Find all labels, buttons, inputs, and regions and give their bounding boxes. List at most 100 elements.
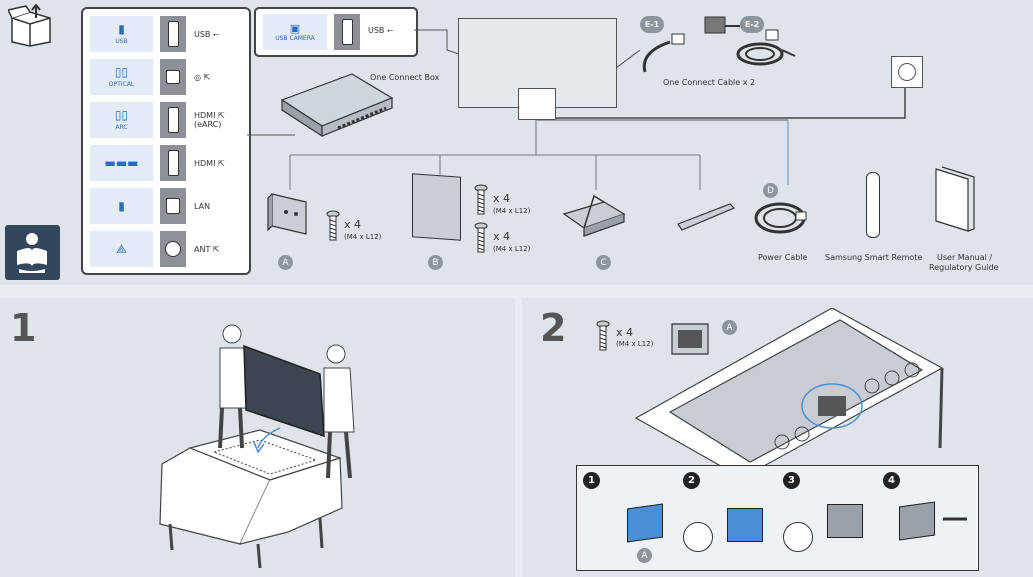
one-connect-cable-illustration: [642, 16, 796, 73]
hdmi-device-icon: ▬▬▬: [104, 155, 139, 170]
step2-illustration: [634, 308, 944, 468]
wall-socket-icon: [891, 56, 923, 88]
wall-mount-adapter-a: [267, 193, 307, 235]
connector-hdmi: [160, 145, 186, 181]
port-name: USB: [115, 38, 128, 45]
screw-quantity: x 4: [616, 326, 634, 339]
usb-stick-icon: ▮: [118, 22, 125, 36]
port-device-box: ▮ USB: [90, 16, 153, 52]
port-device-box: ⟁: [90, 231, 153, 267]
camera-box: ▣ USB CAMERA: [263, 14, 327, 50]
port-row-usb: ▮ USB USB ⭠: [90, 16, 239, 52]
port-label: USB ⭠: [194, 29, 220, 39]
port-label: LAN: [194, 201, 211, 211]
substep-4: 4: [877, 466, 977, 570]
camera-port-label: USB ⭠: [368, 26, 394, 35]
callout-e2: E-2: [740, 16, 764, 33]
lan-cable-icon: ▮: [118, 198, 125, 213]
port-name: ARC: [115, 124, 128, 131]
substeps-panel: 1 A 2 3 4: [576, 465, 979, 571]
port-row-arc: ▯▯ ARC HDMI ⇱ (eARC): [90, 102, 239, 138]
zoom-circle: [783, 522, 813, 552]
connector-hdmi-earc: [160, 102, 186, 138]
port-device-box: ▮: [90, 188, 153, 224]
remote-icon: [866, 172, 880, 238]
one-connect-box: [280, 73, 394, 138]
port-device-box: ▯▯ ARC: [90, 102, 153, 138]
screw-quantity: x 4: [493, 192, 511, 205]
arc-cable-icon: ▯▯: [114, 108, 129, 122]
substep-1: 1 A: [577, 466, 678, 570]
substep-number: 3: [783, 472, 800, 489]
substep-3: 3: [777, 466, 878, 570]
power-cable-label: Power Cable: [758, 253, 808, 262]
step2-panel: 2 x 4 (M4 x L12) A 1 A 2 3: [522, 298, 1033, 577]
badge-c: C: [596, 255, 611, 270]
blue-adapter-icon: [627, 503, 663, 543]
camera-name: USB CAMERA: [275, 35, 315, 42]
screw-icon: [596, 320, 610, 351]
screw-icon: [474, 222, 488, 253]
screw-size: (M4 x L12): [493, 207, 531, 215]
badge-a: A: [278, 255, 293, 270]
camera-icon: ▣: [289, 22, 301, 35]
connector-usb-camera: [334, 14, 360, 50]
zoom-circle: [683, 522, 713, 552]
port-row-lan: ▮ LAN: [90, 188, 239, 224]
connector-lan: [160, 188, 186, 224]
usb-camera-panel: ▣ USB CAMERA USB ⭠: [254, 7, 418, 57]
gray-adapter-icon: [827, 504, 863, 538]
optical-cable-icon: ▯▯: [114, 65, 129, 79]
manual-label-line2: Regulatory Guide: [929, 263, 999, 272]
port-label: HDMI ⇱: [194, 158, 225, 168]
box-icon: [8, 4, 51, 47]
screw-icon: [474, 184, 488, 215]
wall-mount-plate-b: [412, 173, 461, 241]
screw-size: (M4 x L12): [493, 245, 531, 253]
port-label: HDMI ⇱ (eARC): [194, 111, 225, 129]
screw-size: (M4 x L12): [344, 233, 382, 241]
port-device-box: ▯▯OPTICAL: [90, 59, 153, 95]
step1-panel: 1: [0, 298, 515, 577]
substep-2: 2: [677, 466, 778, 570]
screw-icon: [943, 517, 967, 521]
substep-number: 4: [883, 472, 900, 489]
one-connect-box-label: One Connect Box: [370, 73, 440, 82]
screw-size: (M4 x L12): [616, 340, 654, 348]
substep-number: 2: [683, 472, 700, 489]
connector-optical: [160, 59, 186, 95]
port-row-ant: ⟁ ANT ⇱: [90, 231, 239, 267]
port-label: ANT ⇱: [194, 244, 220, 254]
blue-adapter-icon: [727, 508, 763, 542]
port-row-optical: ▯▯OPTICAL ◎ ⇱: [90, 59, 239, 95]
screw-icon: [326, 210, 340, 241]
power-cable-icon: [754, 202, 807, 234]
step-number: 1: [10, 306, 37, 350]
badge-a: A: [637, 548, 652, 563]
callout-d: D: [763, 183, 778, 198]
antenna-icon: ⟁: [116, 241, 127, 256]
gray-adapter-icon: [899, 501, 935, 541]
badge-b: B: [428, 255, 443, 270]
stand-c: [562, 194, 736, 237]
screw-quantity: x 4: [344, 218, 362, 231]
port-row-hdmi: ▬▬▬ HDMI ⇱: [90, 145, 239, 181]
callout-e1: E-1: [640, 16, 664, 33]
step-number: 2: [540, 306, 567, 350]
manual-icon: [935, 166, 975, 232]
screw-quantity: x 4: [493, 230, 511, 243]
one-connect-cable-label: One Connect Cable x 2: [663, 78, 756, 87]
read-manual-icon: [5, 225, 60, 280]
step1-illustration: [159, 324, 355, 568]
remote-label: Samsung Smart Remote: [825, 253, 923, 262]
manual-label-line1: User Manual /: [937, 253, 993, 262]
badge-a: A: [722, 320, 737, 335]
tv-stand: [518, 88, 556, 120]
connector-usb: [160, 16, 186, 52]
connector-ant: [160, 231, 186, 267]
wall-mount-adapter-a: [671, 323, 709, 355]
port-label: ◎ ⇱: [194, 72, 211, 82]
ports-panel: ▮ USB USB ⭠ ▯▯OPTICAL ◎ ⇱ ▯▯ ARC HDMI ⇱ (e…: [81, 7, 251, 275]
port-device-box: ▬▬▬: [90, 145, 153, 181]
substep-number: 1: [583, 472, 600, 489]
